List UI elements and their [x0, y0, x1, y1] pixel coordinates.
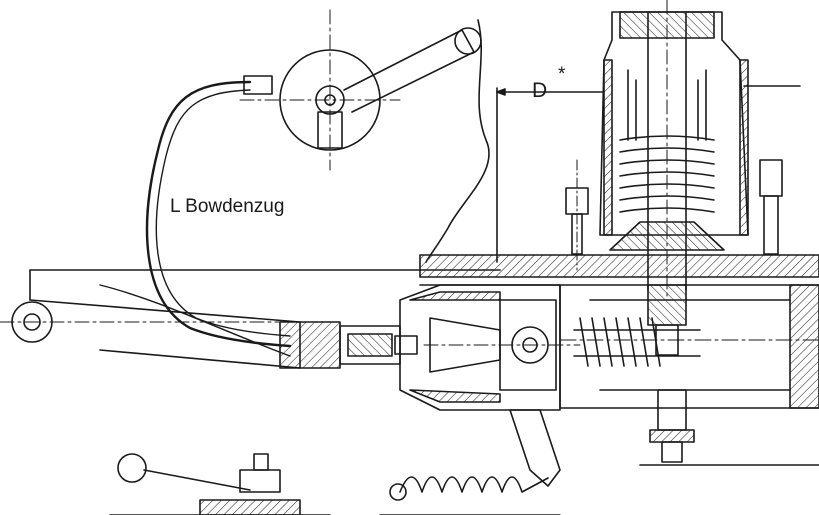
clevis-fork — [423, 299, 581, 391]
tension-spring — [399, 476, 549, 493]
right-bolt — [759, 159, 783, 255]
pipe-body — [559, 284, 819, 409]
base-plate — [419, 254, 819, 278]
compression-spring — [579, 317, 661, 367]
bowden-cable — [145, 80, 292, 348]
left-bolt — [565, 159, 589, 271]
drain-plug — [639, 389, 819, 466]
hand-crank — [239, 9, 482, 171]
cable-fitting — [243, 75, 273, 95]
valve-housing — [599, 0, 749, 301]
cable-adapter — [279, 321, 418, 369]
break-line — [425, 19, 490, 263]
dimension-mark: * — [558, 64, 566, 85]
cylinder-housing — [399, 284, 561, 411]
bowden-label: L Bowdenzug — [170, 196, 284, 217]
valve-stem — [647, 284, 687, 356]
dimension-label: D — [532, 79, 547, 102]
valve-spring — [619, 69, 715, 213]
release-lever — [0, 269, 301, 369]
hand-lever-lower — [109, 453, 331, 515]
dimension-d — [496, 85, 801, 263]
valve-seat — [609, 221, 725, 251]
lower-lever — [509, 409, 561, 487]
